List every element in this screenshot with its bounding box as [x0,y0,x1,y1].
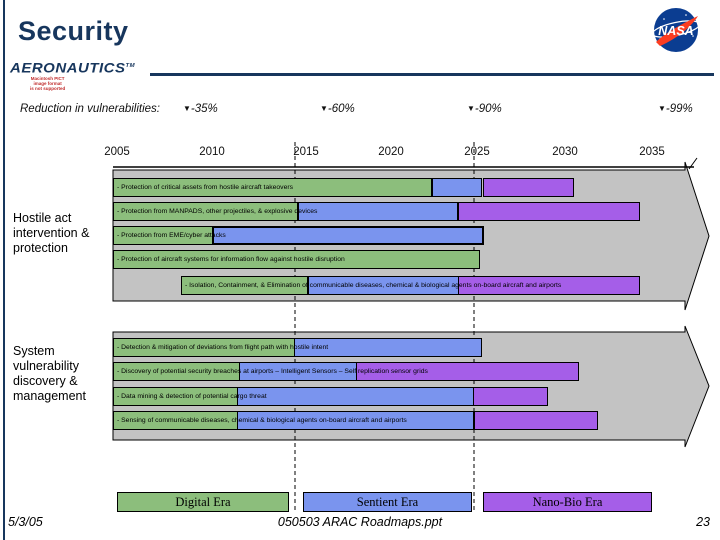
roadmap-bar-label: - Detection & mitigation of deviations f… [117,344,329,351]
roadmap-row: - Discovery of potential security breach… [0,362,720,381]
roadmap-bar-segment [237,387,474,406]
down-triangle-icon: ▼ [320,104,328,113]
era-legend-item: Digital Era [117,492,289,512]
roadmap-bar-segment [458,276,640,295]
header-divider [150,73,714,76]
roadmap-bar-label: - Data mining & detection of potential c… [117,393,267,400]
down-triangle-icon: ▼ [658,104,666,113]
reduction-marker: ▼-35% [183,103,218,115]
roadmap-bar-segment [473,387,548,406]
nasa-logo-icon: NASA [650,6,702,61]
roadmap-bar-label: - Protection of critical assets from hos… [117,184,294,191]
down-triangle-icon: ▼ [467,104,475,113]
year-label: 2010 [199,146,225,158]
roadmap-row: - Detection & mitigation of deviations f… [0,338,720,357]
axis-arrowhead-icon [688,157,698,170]
year-label: 2005 [104,146,130,158]
slide-left-border [3,0,5,540]
year-label: 2020 [378,146,404,158]
roadmap-row: - Protection of critical assets from hos… [0,178,720,197]
footer-filename: 050503 ARAC Roadmaps.ppt [277,515,443,529]
roadmap-bar-segment [294,338,482,357]
roadmap-row: - Protection from EME/cyber attacks [0,226,720,245]
reduction-marker: ▼-90% [467,103,502,115]
reduction-marker: ▼-60% [320,103,355,115]
roadmap-bar-segment [113,178,432,197]
roadmap-bar-segment [113,250,480,269]
roadmap-bar-segment [458,202,640,221]
year-label: 2035 [639,146,665,158]
roadmap-bar-segment [113,202,298,221]
roadmap-row: - Protection from MANPADS, other project… [0,202,720,221]
roadmap-row: - Isolation, Containment, & Elimination … [0,276,720,295]
year-label: 2015 [293,146,319,158]
reduction-label: Reduction in vulnerabilities: [20,103,160,115]
page-title: Security [18,16,129,46]
roadmap-bar-segment [474,411,598,430]
roadmap-bar-label: - Discovery of potential security breach… [117,368,428,375]
reduction-marker: ▼-99% [658,103,693,115]
roadmap-bar-label: - Sensing of communicable diseases, chem… [117,417,407,424]
year-label: 2025 [464,146,490,158]
roadmap-bar-label: - Isolation, Containment, & Elimination … [185,282,562,289]
roadmap-bar-segment [432,178,482,197]
down-triangle-icon: ▼ [183,104,191,113]
roadmap-bar-segment [483,178,574,197]
era-legend-item: Sentient Era [303,492,472,512]
era-legend-item: Nano-Bio Era [483,492,652,512]
nasa-logo-text: NASA [658,24,693,38]
roadmap-bar-segment [298,202,458,221]
roadmap-bar-segment [356,362,579,381]
footer-page-number: 23 [696,515,710,529]
roadmap-row: - Data mining & detection of potential c… [0,387,720,406]
roadmap-bar-label: - Protection from EME/cyber attacks [117,232,226,239]
group-label: Hostile act intervention & protection [13,211,90,255]
roadmap-bar-segment [181,276,308,295]
roadmap-row: - Protection of aircraft systems for inf… [0,250,720,269]
roadmap-row: - Sensing of communicable diseases, chem… [0,411,720,430]
footer-date: 5/3/05 [8,515,43,529]
roadmap-bar-label: - Protection from MANPADS, other project… [117,208,318,215]
roadmap-bar-segment [212,226,484,245]
roadmap-bar-segment [237,411,474,430]
group-label: System vulnerability discovery & managem… [13,344,86,403]
aeronautics-logo: AERONAUTICSTM [10,60,136,77]
trademark-mark: TM [125,63,136,69]
year-label: 2030 [552,146,578,158]
roadmap-bar-label: - Protection of aircraft systems for inf… [117,256,345,263]
